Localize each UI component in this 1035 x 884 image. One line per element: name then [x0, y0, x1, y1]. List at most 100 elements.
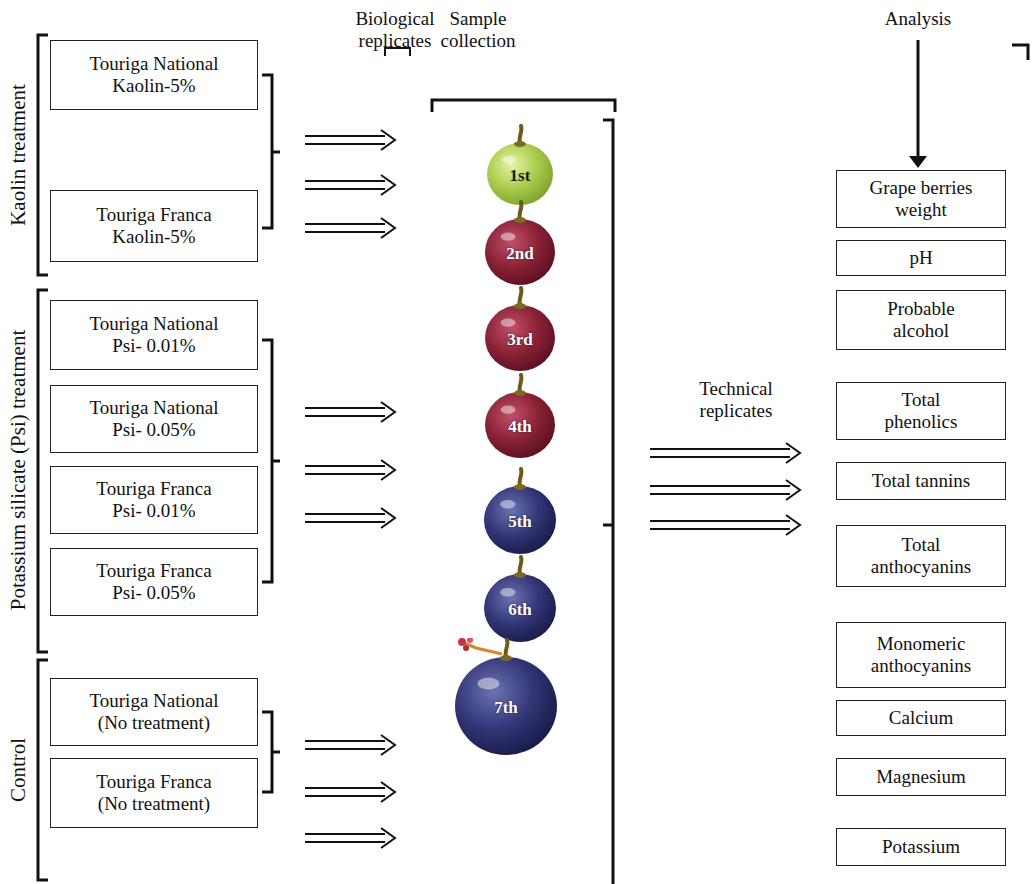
- process-box: Monomeric anthocyanins: [836, 622, 1006, 688]
- box-label: Touriga National Psi- 0.01%: [85, 313, 223, 357]
- box-label: Touriga National (No treatment): [85, 690, 223, 734]
- process-box: Calcium: [836, 700, 1006, 736]
- process-box: Grape berries weight: [836, 170, 1006, 228]
- header-label: Technical replicates: [680, 378, 792, 422]
- berry-highlight: [502, 156, 516, 164]
- stage-number: 4th: [508, 417, 532, 437]
- brackets: [38, 35, 1028, 884]
- group-bracket: [38, 660, 48, 880]
- berry-highlight: [501, 233, 516, 241]
- group-bracket: [38, 35, 48, 275]
- berry-body: [485, 305, 555, 371]
- arrow-head: [909, 156, 927, 168]
- double-arrow: [305, 218, 395, 238]
- box-label: Magnesium: [876, 766, 966, 788]
- grape-berry: 5th: [475, 467, 565, 563]
- double-arrow: [650, 515, 800, 535]
- grape-berry: 2nd: [476, 200, 564, 294]
- samples-bracket: [603, 120, 613, 884]
- process-box: Touriga Franca Kaolin-5%: [50, 190, 258, 262]
- berry-body: [484, 574, 556, 642]
- double-arrow: [305, 782, 395, 802]
- grape-berry: 6th: [475, 555, 565, 651]
- stage-number: 2nd: [506, 244, 533, 264]
- berry-highlight: [500, 500, 515, 508]
- box-label: Touriga Franca Psi- 0.05%: [85, 560, 223, 604]
- double-arrow: [650, 480, 800, 500]
- grape-berry: 3rd: [476, 286, 564, 380]
- process-box: Touriga Franca Psi- 0.05%: [50, 548, 258, 616]
- group-label: Kaolin treatment: [6, 25, 30, 285]
- berry-highlight: [478, 678, 500, 690]
- stage-number: 5th: [508, 512, 532, 532]
- process-box: Total tannins: [836, 462, 1006, 500]
- berry-body: [455, 657, 557, 755]
- box-label: Probable alcohol: [867, 298, 975, 342]
- box-label: Touriga Franca (No treatment): [85, 771, 223, 815]
- box-label: Touriga National Kaolin-5%: [85, 53, 223, 97]
- berry-body: [485, 219, 555, 285]
- double-arrows: [305, 130, 800, 848]
- berry-body: [487, 143, 553, 205]
- stem-cap: [514, 303, 526, 309]
- box-label: Total phenolics: [867, 389, 975, 433]
- merge-bracket: [262, 340, 280, 582]
- berry-highlight: [500, 588, 515, 596]
- process-box: Total phenolics: [836, 382, 1006, 440]
- double-arrow: [305, 508, 395, 528]
- process-box: Touriga National (No treatment): [50, 678, 258, 746]
- double-arrow: [305, 402, 395, 422]
- pedicel: [462, 642, 502, 654]
- process-box: pH: [836, 240, 1006, 276]
- stage-number: 6th: [508, 600, 532, 620]
- stem-cap: [514, 141, 526, 147]
- process-box: Touriga National Psi- 0.05%: [50, 385, 258, 453]
- group-label: Control: [6, 670, 30, 870]
- stem-cap: [500, 655, 512, 661]
- berry-highlight: [501, 319, 516, 327]
- process-box: Touriga National Kaolin-5%: [50, 40, 258, 110]
- grape-berry: 4th: [476, 373, 564, 467]
- box-label: Monomeric anthocyanins: [867, 633, 975, 677]
- down-arrow: [917, 40, 920, 158]
- header-label: Biological replicates: [340, 8, 450, 52]
- process-box: Magnesium: [836, 758, 1006, 796]
- box-label: pH: [909, 247, 932, 269]
- stem-cap: [514, 217, 526, 223]
- grape-berry: 7th: [446, 638, 566, 764]
- box-label: Touriga Franca Kaolin-5%: [85, 204, 223, 248]
- process-box: Potassium: [836, 828, 1006, 866]
- box-label: Grape berries weight: [867, 177, 975, 221]
- process-box: Probable alcohol: [836, 290, 1006, 350]
- header-label: Analysis: [868, 8, 968, 30]
- box-label: Touriga Franca Psi- 0.01%: [85, 478, 223, 522]
- process-box: Touriga National Psi- 0.01%: [50, 300, 258, 370]
- double-arrow: [305, 130, 395, 150]
- berry-body: [484, 486, 556, 554]
- double-arrow: [305, 735, 395, 755]
- flower: [463, 645, 469, 651]
- berry-highlight: [501, 406, 516, 414]
- process-box: Total anthocyanins: [836, 525, 1006, 587]
- stem-cap: [514, 390, 526, 396]
- double-arrow: [305, 828, 395, 848]
- stage-number: 1st: [510, 166, 531, 186]
- stem-cap: [514, 572, 526, 578]
- merge-bracket: [262, 75, 280, 228]
- flower: [467, 638, 473, 643]
- box-label: Touriga National Psi- 0.05%: [85, 397, 223, 441]
- stage-number: 3rd: [507, 330, 533, 350]
- group-label: Potassium silicate (Psi) treatment: [6, 280, 30, 660]
- double-arrow: [650, 443, 800, 463]
- box-label: Potassium: [882, 836, 960, 858]
- box-label: Calcium: [889, 707, 953, 729]
- box-label: Total tannins: [872, 470, 970, 492]
- double-arrow: [305, 460, 395, 480]
- stage-number: 7th: [494, 698, 518, 718]
- berry-body: [485, 392, 555, 458]
- stem-cap: [514, 484, 526, 490]
- process-box: Touriga Franca Psi- 0.01%: [50, 466, 258, 534]
- flower: [458, 638, 466, 646]
- group-bracket: [38, 290, 48, 652]
